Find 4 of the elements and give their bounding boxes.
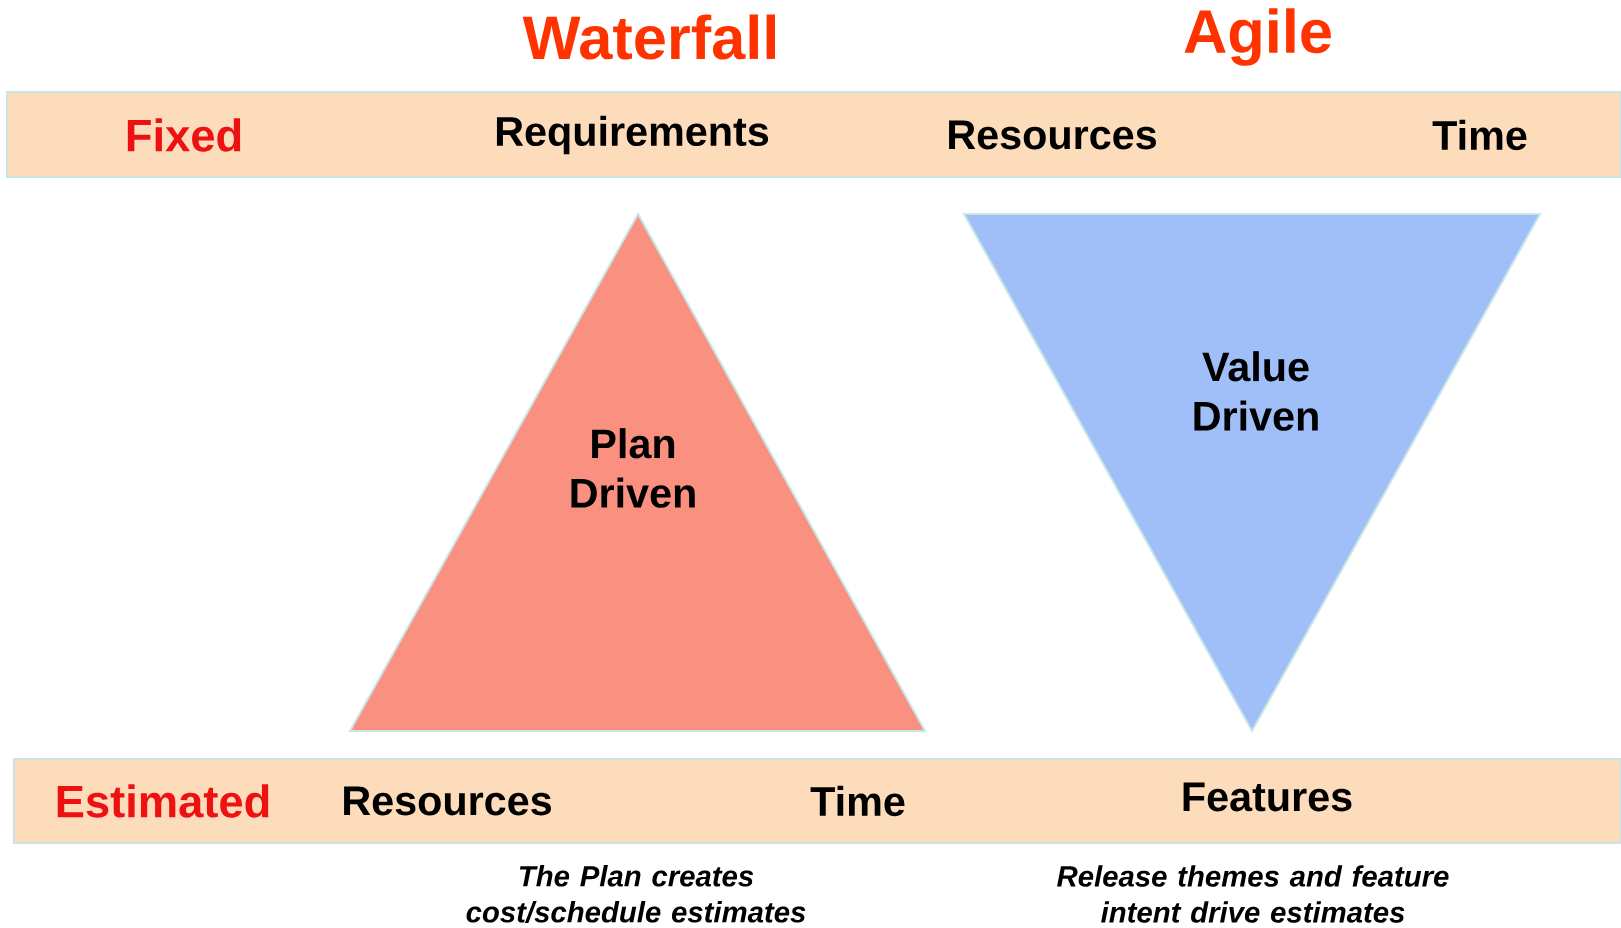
band: Fixed Requirements Resources Time [6, 91, 1621, 178]
band: Estimated Resources Time Features [13, 758, 1621, 844]
title: Agile [1184, 8, 1331, 66]
title: Waterfall [522, 14, 775, 60]
